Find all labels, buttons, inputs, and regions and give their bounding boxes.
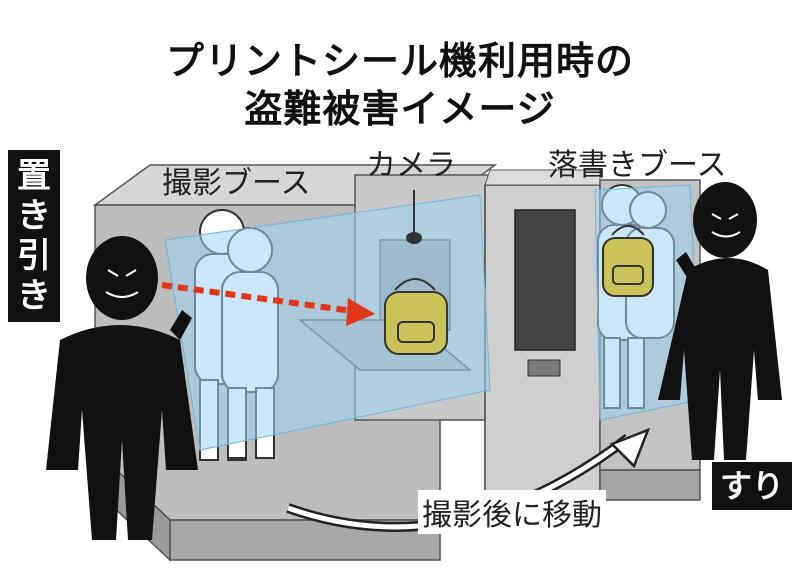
badge-leave-behind: 置 き 引 き [8,150,60,322]
thief-right-face [711,213,741,238]
label-graffiti-booth: 落書きブース [548,148,727,183]
backpack-right-icon [602,225,654,297]
badge-pickpocket: すり [712,462,792,510]
badge-leave-behind-char: き [17,276,51,316]
thief-right [658,182,782,460]
thief-left-face [105,269,139,298]
label-move-after-photo: 撮影後に移動 [418,490,606,534]
badge-leave-behind-char: 引 [17,236,51,276]
backpack-left-icon [384,278,448,355]
title-line-1: プリントシール機利用時の [165,39,634,83]
badge-leave-behind-char: 置 [17,156,51,196]
label-camera: カメラ [366,148,456,183]
red-dotted-arrow [161,282,375,326]
camera-icon [406,190,422,244]
label-photo-booth: 撮影ブース [162,166,311,201]
badge-leave-behind-char: き [17,196,51,236]
thief-left [46,236,198,540]
title-line-2: 盗難被害イメージ [244,87,556,131]
